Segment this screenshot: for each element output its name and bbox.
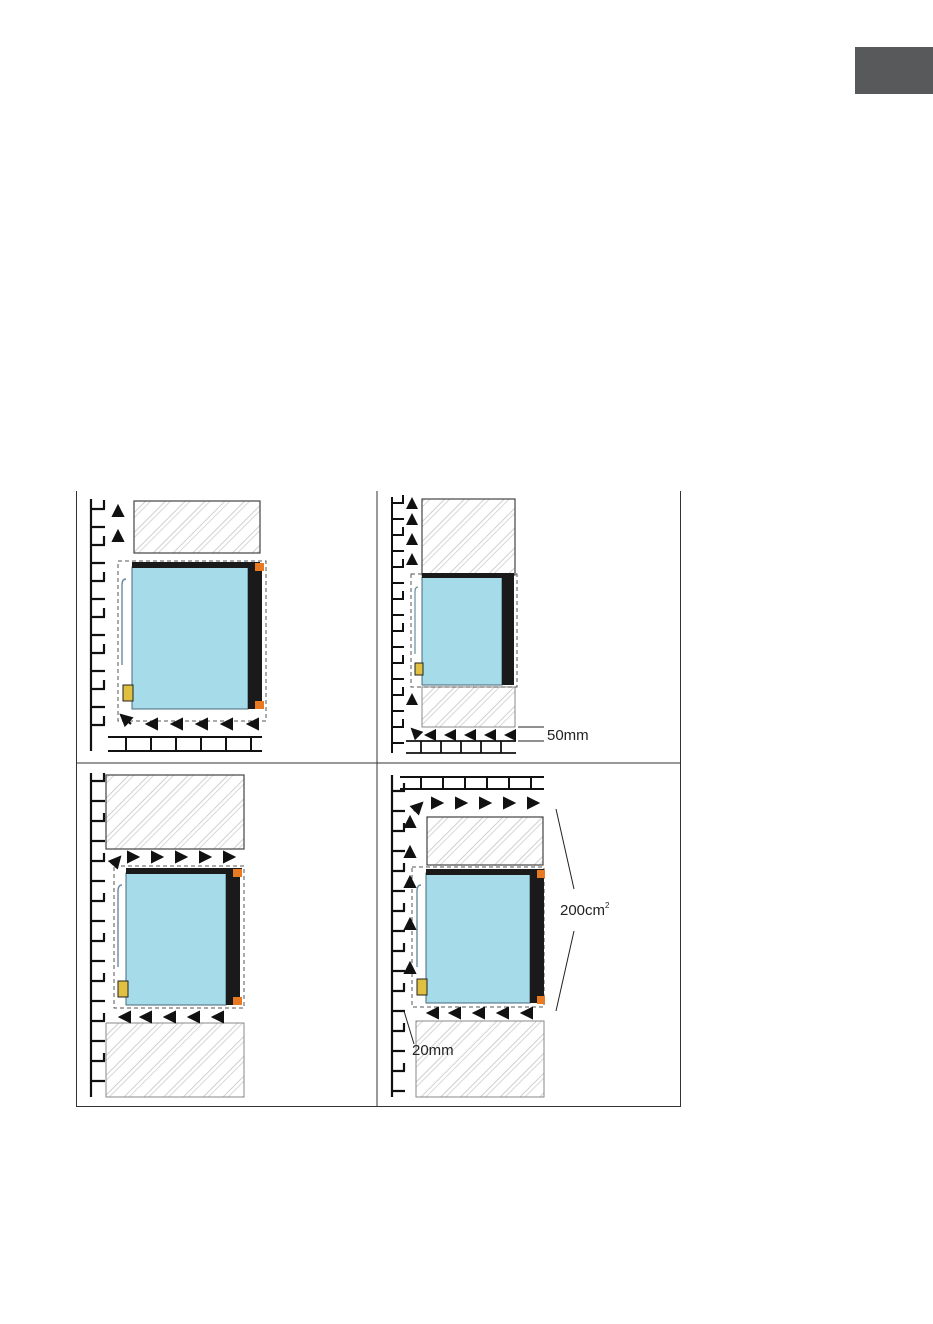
compressor: [118, 981, 128, 997]
area-label: 200cm2: [560, 901, 610, 919]
hinge-top: [233, 869, 242, 877]
panel-top-right: 50mm: [392, 495, 589, 753]
panel-top-left: [91, 499, 266, 751]
condenser-coil: [118, 885, 122, 967]
fridge-top-bar: [132, 562, 260, 568]
gap-pointer: [404, 1011, 414, 1044]
floor-wall: [406, 741, 516, 753]
gap-label: 20mm: [412, 1042, 454, 1059]
cabinet-below: [106, 1023, 244, 1097]
hinge-bottom: [255, 701, 264, 709]
gap-indicator: [518, 727, 544, 741]
fridge-top-bar: [126, 868, 242, 874]
gap-label: 50mm: [547, 727, 589, 744]
hinge-bottom: [537, 996, 545, 1004]
cabinet-below: [416, 1021, 544, 1097]
panel-bottom-right: 200cm2 20mm: [392, 775, 610, 1097]
condenser-coil: [122, 579, 126, 665]
hinge-top: [255, 563, 264, 571]
fridge-body: [132, 567, 248, 709]
condenser-coil: [415, 587, 418, 654]
condenser-coil: [417, 885, 421, 967]
cabinet-above: [422, 499, 515, 575]
cabinet-above: [106, 775, 244, 849]
compressor: [417, 979, 427, 995]
ventilation-diagram-grid: 50mm: [76, 491, 681, 1107]
fridge-door: [248, 567, 262, 709]
left-wall: [392, 495, 404, 753]
fridge-body: [426, 873, 530, 1003]
compressor: [415, 663, 423, 675]
compressor: [123, 685, 133, 701]
fridge-body: [422, 577, 502, 685]
cabinet-above: [134, 501, 260, 553]
panel-bottom-left: [91, 773, 244, 1097]
fridge-door: [530, 873, 544, 1003]
left-wall: [91, 499, 105, 751]
fridge-door: [226, 873, 240, 1005]
hinge-top: [537, 870, 545, 878]
language-tab: [855, 47, 933, 94]
fridge-top-bar: [426, 869, 544, 875]
left-wall: [392, 775, 405, 1097]
left-wall: [91, 773, 105, 1097]
floor-wall: [108, 737, 262, 751]
fridge-door: [502, 577, 514, 685]
hinge-bottom: [233, 997, 242, 1005]
fridge-body: [126, 873, 226, 1005]
ceiling-wall: [400, 777, 544, 789]
fridge-top-bar: [422, 573, 514, 578]
cabinet-below: [422, 687, 515, 727]
cabinet-above: [427, 817, 543, 865]
